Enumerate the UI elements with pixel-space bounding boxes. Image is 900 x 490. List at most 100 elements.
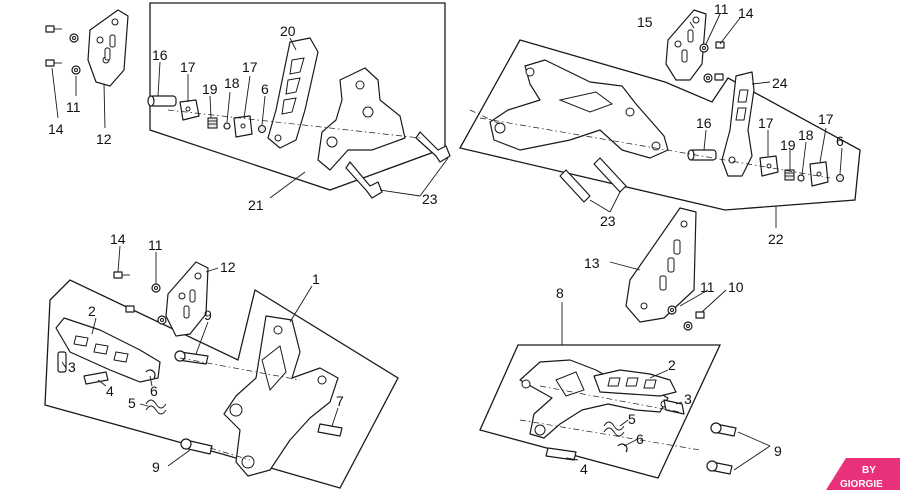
plate-17-top-left-a bbox=[179, 99, 200, 121]
footpeg-2-bottom-right bbox=[593, 369, 677, 397]
pin-7-bottom-left bbox=[317, 423, 343, 437]
callout-24: 24 bbox=[772, 75, 788, 91]
ball-18-top-left bbox=[223, 122, 231, 130]
bolt-23-top-left bbox=[345, 131, 451, 199]
pin-16-top-right bbox=[687, 149, 717, 161]
ball-18-top-right bbox=[797, 174, 805, 182]
spring-19-top-right bbox=[784, 169, 795, 181]
panel-top-right: 15 11 14 24 16 17 19 18 17 6 23 22 bbox=[459, 1, 861, 247]
logo-badge: BY GIORGIE bbox=[826, 458, 900, 490]
callout-21: 21 bbox=[248, 197, 264, 213]
logo-shape bbox=[826, 458, 900, 490]
callout-6-bottom-right: 6 bbox=[636, 431, 644, 447]
screw-14-top-right bbox=[714, 41, 725, 81]
callout-19-top-left: 19 bbox=[202, 81, 218, 97]
callout-23-top-right: 23 bbox=[600, 213, 616, 229]
heel-guard-13-group: 13 11 10 bbox=[584, 207, 744, 331]
callout-17-top-left-b: 17 bbox=[242, 59, 258, 75]
footpeg-2-bottom-left bbox=[55, 317, 161, 383]
pin-3-bottom-right bbox=[663, 399, 685, 415]
callout-1: 1 bbox=[312, 271, 320, 287]
bolt-23-top-right bbox=[559, 157, 627, 203]
callout-15: 15 bbox=[637, 14, 653, 30]
pin-4-bottom-right bbox=[545, 447, 577, 461]
footrest-bracket-21 bbox=[317, 67, 406, 171]
callout-9-bottom-left-top: 9 bbox=[204, 307, 212, 323]
leaders-top-left bbox=[51, 37, 449, 199]
heel-guard-13 bbox=[625, 207, 697, 323]
callout-6-top-right: 6 bbox=[836, 133, 844, 149]
callout-6-bottom-left: 6 bbox=[150, 383, 158, 399]
callout-22: 22 bbox=[768, 231, 784, 247]
heel-guard-12-bottom-left bbox=[165, 261, 209, 337]
washer-11-top-left bbox=[69, 33, 81, 75]
callout-13: 13 bbox=[584, 255, 600, 271]
callout-8: 8 bbox=[556, 285, 564, 301]
washer-11-right bbox=[667, 305, 693, 331]
callout-18-top-left: 18 bbox=[224, 75, 240, 91]
callout-10: 10 bbox=[728, 279, 744, 295]
callout-4-bottom-left: 4 bbox=[106, 383, 114, 399]
callout-2-bottom-right: 2 bbox=[668, 357, 676, 373]
callout-9-bottom-right: 9 bbox=[774, 443, 782, 459]
callout-20: 20 bbox=[280, 23, 296, 39]
spring-5-bottom-right bbox=[603, 421, 625, 437]
washer-11-bottom-left bbox=[151, 283, 167, 325]
clip-6-bottom-left bbox=[145, 369, 156, 379]
callout-11-top-right: 11 bbox=[714, 1, 729, 17]
heel-guard-15-top-right bbox=[665, 9, 707, 81]
callout-2-bottom-left: 2 bbox=[88, 303, 96, 319]
heel-guard-12-top-left bbox=[87, 9, 129, 87]
callout-11-bottom-left: 11 bbox=[148, 237, 163, 253]
bolt-9-bottom-right: 9 bbox=[706, 422, 782, 475]
callout-6-top-left: 6 bbox=[261, 81, 269, 97]
panel-bottom-left-frame bbox=[44, 279, 399, 489]
washer-11-top-right bbox=[699, 43, 713, 83]
callout-17-top-left-a: 17 bbox=[180, 59, 196, 75]
screw-14-top-left bbox=[45, 25, 62, 67]
logo-text-line2: GIORGIE bbox=[840, 479, 883, 490]
screw-14-bottom-left bbox=[113, 271, 135, 313]
nut-6-top-left bbox=[257, 124, 267, 134]
screw-10 bbox=[695, 311, 705, 319]
callout-17-top-right-b: 17 bbox=[818, 111, 834, 127]
callout-3-bottom-right: 3 bbox=[684, 391, 692, 407]
callout-11-top-left: 11 bbox=[66, 99, 81, 115]
leaders-top-right bbox=[589, 13, 843, 228]
callout-3-bottom-left: 3 bbox=[68, 359, 76, 375]
callout-23-top-left: 23 bbox=[422, 191, 438, 207]
pin-16-top-left bbox=[147, 95, 177, 107]
callout-19-top-right: 19 bbox=[780, 137, 796, 153]
callout-14-top-left: 14 bbox=[48, 121, 64, 137]
panel-bottom-left: 14 11 12 1 2 9 3 4 6 5 7 9 bbox=[44, 231, 399, 489]
callout-4-bottom-right: 4 bbox=[580, 461, 588, 477]
footpeg-24-top-right bbox=[721, 71, 755, 177]
callout-12-bottom-left: 12 bbox=[220, 259, 236, 275]
leaders-bottom-left bbox=[61, 245, 339, 467]
callout-16-top-right: 16 bbox=[696, 115, 712, 131]
nut-6-top-right bbox=[835, 173, 845, 183]
logo-text-line1: BY bbox=[862, 465, 876, 476]
callout-7: 7 bbox=[336, 393, 344, 409]
callout-9-bottom-left-bottom: 9 bbox=[152, 459, 160, 475]
callout-5-bottom-left: 5 bbox=[128, 395, 136, 411]
panel-bottom-right: 8 2 3 5 6 4 bbox=[479, 285, 722, 479]
plate-17-top-left-b bbox=[233, 115, 253, 138]
spring-19-top-left bbox=[207, 117, 218, 129]
plate-17-top-right-b bbox=[809, 161, 829, 187]
callout-11-right: 11 bbox=[700, 279, 715, 295]
plate-17-top-right-a bbox=[759, 155, 779, 177]
callout-12-top-left: 12 bbox=[96, 131, 112, 147]
panel-top-left: 14 11 12 16 17 19 18 17 6 20 21 23 bbox=[45, 2, 451, 213]
callout-18-top-right: 18 bbox=[798, 127, 814, 143]
pin-4-bottom-left bbox=[83, 371, 109, 385]
leaders-bottom-right bbox=[561, 302, 683, 461]
callout-5-bottom-right: 5 bbox=[628, 411, 636, 427]
callout-14-bottom-left: 14 bbox=[110, 231, 126, 247]
callout-17-top-right-a: 17 bbox=[758, 115, 774, 131]
bolt-9-bottom-left-bottom bbox=[180, 438, 213, 455]
spring-5-bottom-left bbox=[145, 399, 167, 415]
footpeg-20-top-left bbox=[267, 37, 319, 149]
callout-16-top-left: 16 bbox=[152, 47, 168, 63]
